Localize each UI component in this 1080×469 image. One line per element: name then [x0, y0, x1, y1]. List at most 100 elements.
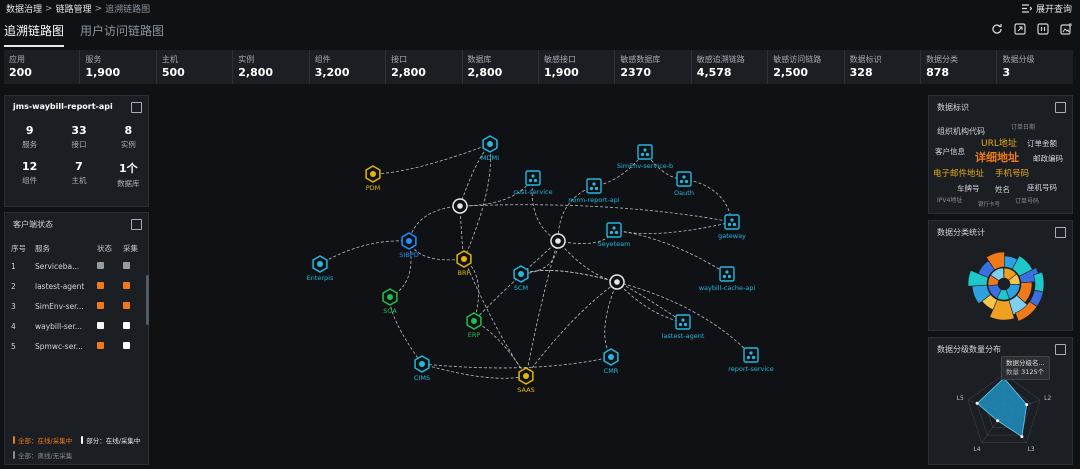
- graph-node[interactable]: SAAS: [517, 367, 535, 394]
- tooltip-title: 数据分级名...: [1006, 359, 1045, 367]
- doc-icon[interactable]: [1055, 344, 1066, 355]
- graph-node[interactable]: gateway: [718, 214, 746, 240]
- doc-icon[interactable]: [131, 219, 142, 230]
- graph-node[interactable]: waybill-cache-api: [699, 266, 756, 292]
- graph-edge: [407, 205, 461, 242]
- expand-query-button[interactable]: 展开查询: [1021, 2, 1072, 15]
- radar-point[interactable]: [975, 401, 979, 405]
- hub-node[interactable]: [609, 274, 625, 290]
- word-cloud-term[interactable]: 订单金额: [1027, 139, 1057, 148]
- graph-node[interactable]: SOA: [382, 288, 398, 315]
- graph-node-label: SimEnv-service-b: [617, 162, 673, 170]
- graph-edge: [408, 240, 465, 262]
- sunburst-outer-segment[interactable]: [1033, 271, 1045, 293]
- tab-user-access-graph[interactable]: 用户访问链路图: [80, 24, 165, 38]
- word-cloud-term[interactable]: 详细地址: [975, 151, 1019, 164]
- word-cloud-term[interactable]: 订单日期: [1011, 124, 1036, 131]
- graph-node[interactable]: ERP: [466, 312, 482, 339]
- graph-node[interactable]: CMR: [603, 348, 619, 375]
- radar-point[interactable]: [1025, 403, 1029, 407]
- word-cloud-term[interactable]: 手机号码: [995, 169, 1030, 179]
- word-cloud-term[interactable]: 电子邮件地址: [933, 169, 985, 179]
- graph-edge: [463, 258, 527, 377]
- collect-indicator: [123, 301, 130, 309]
- word-cloud-term[interactable]: 组织机构代码: [937, 127, 985, 136]
- word-cloud-term[interactable]: 客户信息: [935, 147, 965, 156]
- hub-node[interactable]: [452, 198, 468, 214]
- sunburst-middle-segment[interactable]: [985, 251, 1005, 271]
- graph-node[interactable]: norm-report-api: [568, 178, 620, 204]
- classification-sunburst[interactable]: [959, 239, 1049, 329]
- word-cloud-term[interactable]: 座机号码: [1027, 183, 1057, 192]
- row-index: 5: [11, 341, 16, 351]
- graph-node-label: ERP: [468, 331, 481, 339]
- collect-indicator: [123, 261, 130, 269]
- word-cloud-term[interactable]: 银行卡号: [978, 202, 1001, 208]
- refresh-icon[interactable]: [990, 22, 1003, 35]
- sunburst-middle-segment[interactable]: [989, 299, 1015, 321]
- word-cloud-term[interactable]: 车牌号: [957, 184, 980, 193]
- word-cloud-term[interactable]: 姓名: [995, 185, 1010, 194]
- radar-point[interactable]: [1020, 435, 1024, 439]
- graph-node[interactable]: SIBPD: [399, 232, 419, 259]
- fullscreen-icon[interactable]: [1013, 22, 1026, 35]
- graph-node[interactable]: MDMI: [481, 135, 499, 162]
- breadcrumb-item[interactable]: 链路管理: [55, 5, 92, 15]
- export-image-icon[interactable]: [1059, 22, 1072, 35]
- breadcrumb-item[interactable]: 数据治理: [6, 5, 43, 15]
- graph-node[interactable]: cust-service: [513, 170, 553, 196]
- graph-node[interactable]: SCM: [513, 265, 529, 292]
- summary-label: 主机: [71, 176, 87, 185]
- layout-icon[interactable]: [1036, 22, 1049, 35]
- graph-node[interactable]: CIMS: [414, 355, 430, 382]
- stat-label: 敏感访问链路: [773, 55, 822, 64]
- tab-trace-graph[interactable]: 追溯链路图: [4, 22, 65, 47]
- graph-node[interactable]: report-service: [728, 347, 774, 373]
- graph-node[interactable]: Oauth: [674, 171, 694, 197]
- sunburst-outer-segment[interactable]: [1014, 301, 1038, 322]
- graph-node[interactable]: PDM: [365, 165, 381, 192]
- word-cloud-term[interactable]: 邮政编码: [1033, 154, 1063, 163]
- word-cloud-term[interactable]: IPV4地址: [937, 197, 963, 204]
- graph-node[interactable]: BRP: [456, 250, 472, 277]
- graph-node[interactable]: Seyeteam: [598, 222, 631, 248]
- graph-node[interactable]: Enterpis: [307, 255, 334, 282]
- hub-node[interactable]: [550, 233, 566, 249]
- scrollbar[interactable]: [146, 275, 149, 325]
- doc-icon[interactable]: [131, 102, 142, 113]
- graph-node[interactable]: lastest-agent: [662, 314, 705, 340]
- graph-node[interactable]: SimEnv-service-b: [617, 144, 673, 170]
- trace-graph[interactable]: MDMI PDM cust-service SimEnv-service-bOauth…: [152, 90, 924, 465]
- radar-point[interactable]: [996, 419, 1000, 423]
- word-cloud-term[interactable]: 订单号码: [1015, 198, 1040, 205]
- doc-icon[interactable]: [1055, 227, 1066, 238]
- doc-icon[interactable]: [1055, 102, 1066, 113]
- sunburst-inner-segment[interactable]: [990, 267, 1005, 282]
- word-cloud-term[interactable]: URL地址: [981, 139, 1017, 149]
- summary-item[interactable]: 1个数据库: [104, 160, 153, 189]
